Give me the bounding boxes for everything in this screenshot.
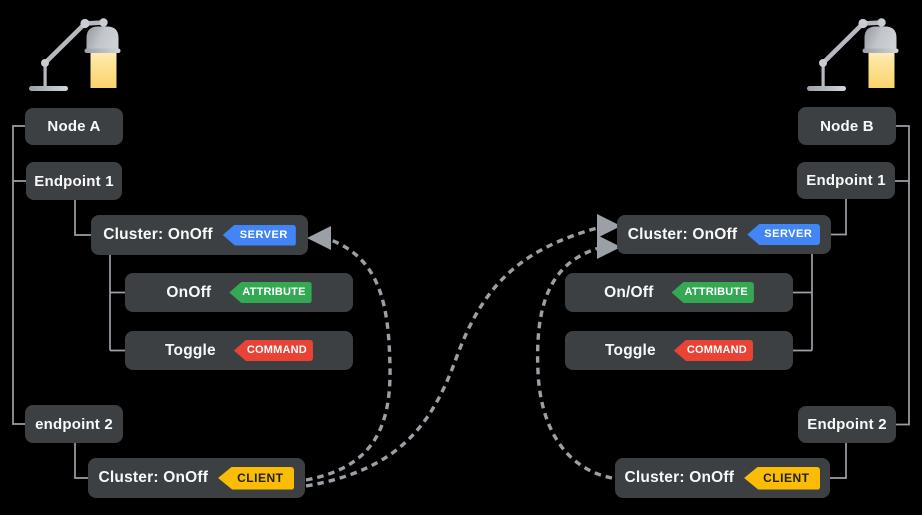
cluster-label: Cluster: OnOff: [98, 469, 209, 486]
binding-curve-clientA-to-serverA: [305, 238, 392, 482]
attribute-label: On/Off: [604, 283, 654, 301]
node-b-endpoint-1-label: Endpoint 1: [806, 172, 886, 189]
node-b-endpoint-2-label: Endpoint 2: [807, 416, 887, 433]
cluster-label: Cluster: OnOff: [627, 225, 738, 243]
command-label: Toggle: [605, 341, 656, 359]
node-b-endpoint-2-box: Endpoint 2: [798, 406, 896, 443]
client-badge: CLIENT: [218, 466, 295, 490]
node-a-onoff-attribute-row: OnOff ATTRIBUTE: [125, 273, 353, 312]
node-b-toggle-command-row: Toggle COMMAND: [565, 331, 793, 370]
node-a-toggle-command-row: Toggle COMMAND: [125, 331, 353, 370]
command-badge: COMMAND: [233, 340, 313, 361]
node-a-endpoint-2-box: endpoint 2: [25, 405, 123, 443]
server-badge: SERVER: [747, 224, 821, 245]
node-b-endpoint-1-box: Endpoint 1: [797, 162, 895, 199]
node-a-endpoint-2-label: endpoint 2: [35, 415, 113, 433]
node-b-onoff-client-cluster-box: Cluster: OnOff CLIENT: [615, 458, 830, 498]
node-b-onoff-attribute-row: On/Off ATTRIBUTE: [565, 273, 793, 312]
binding-curve-clientB-to-serverB: [535, 246, 613, 480]
node-a-endpoint-1-label: Endpoint 1: [34, 172, 114, 190]
tree-connector-lines-left: [12, 125, 125, 479]
attribute-label: OnOff: [166, 283, 212, 301]
attribute-badge: ATTRIBUTE: [671, 282, 754, 303]
client-badge: CLIENT: [744, 466, 821, 490]
binding-curve-clientA-to-serverB: [305, 225, 602, 488]
desk-lamp-icon: [807, 18, 899, 91]
server-badge: SERVER: [222, 224, 296, 246]
cluster-label: Cluster: OnOff: [624, 469, 735, 486]
tree-connector-lines-right: [793, 125, 910, 479]
arrowhead-into-server-b-lower: [597, 235, 621, 259]
command-badge: COMMAND: [673, 340, 753, 361]
node-b-box: Node B: [798, 107, 896, 145]
node-a-onoff-server-cluster-box: Cluster: OnOff SERVER: [91, 215, 308, 255]
arrowhead-into-server-b-upper: [597, 214, 621, 238]
cluster-label: Cluster: OnOff: [103, 226, 213, 243]
attribute-badge: ATTRIBUTE: [229, 282, 312, 303]
node-a-endpoint-1-box: Endpoint 1: [26, 162, 122, 200]
node-a-label: Node A: [47, 118, 101, 135]
node-b-label: Node B: [820, 117, 874, 135]
arrowhead-into-server-a: [307, 226, 331, 250]
node-a-onoff-client-cluster-box: Cluster: OnOff CLIENT: [88, 458, 305, 498]
node-b-onoff-server-cluster-box: Cluster: OnOff SERVER: [617, 215, 831, 254]
desk-lamp-icon: [29, 18, 121, 91]
node-a-box: Node A: [25, 108, 123, 145]
command-label: Toggle: [165, 341, 216, 359]
